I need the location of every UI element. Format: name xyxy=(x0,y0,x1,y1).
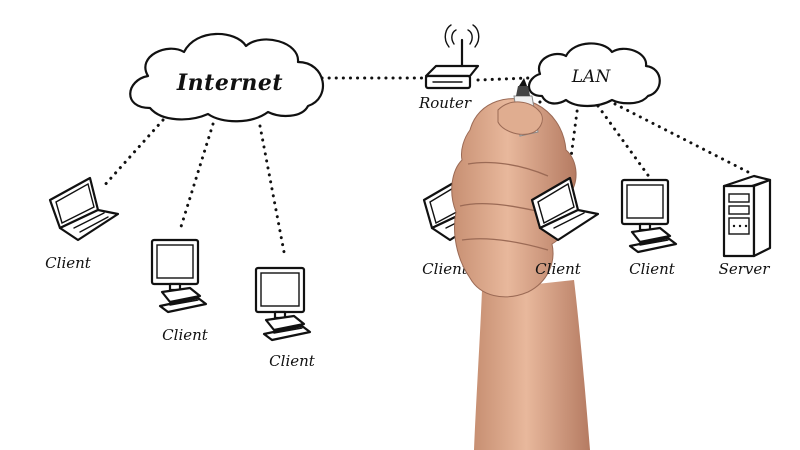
router-node: Router xyxy=(418,25,479,112)
connector-lan-server xyxy=(615,104,748,172)
connector-router-lan xyxy=(478,78,528,80)
connector-internet-client-3 xyxy=(260,126,284,252)
internet-client-2: Client xyxy=(152,240,209,344)
connector-lan-client-3 xyxy=(598,106,650,178)
server-label: Server xyxy=(719,260,771,278)
monitor-icon xyxy=(256,268,310,340)
server-node: Server xyxy=(719,176,771,278)
server-icon xyxy=(724,176,770,256)
router-icon xyxy=(426,25,479,88)
internet-client-1-label: Client xyxy=(45,254,92,272)
lan-client-2-label: Client xyxy=(535,260,582,278)
monitor-icon xyxy=(152,240,206,312)
connector-internet-client-2 xyxy=(180,124,213,230)
internet-client-2-label: Client xyxy=(162,326,209,344)
lan-client-2: Client xyxy=(532,178,598,278)
lan-client-3-label: Client xyxy=(629,260,676,278)
connector-internet-client-1 xyxy=(103,120,163,187)
laptop-icon xyxy=(50,178,118,240)
lan-label: LAN xyxy=(571,67,612,87)
lan-client-3: Client xyxy=(622,180,676,278)
internet-cloud: Internet xyxy=(130,34,323,121)
lan-cloud: LAN xyxy=(529,43,660,106)
monitor-icon xyxy=(622,180,676,252)
internet-client-1: Client xyxy=(45,178,118,272)
internet-client-3: Client xyxy=(256,268,316,370)
internet-client-3-label: Client xyxy=(269,352,316,370)
router-label: Router xyxy=(418,94,472,112)
internet-label: Internet xyxy=(176,70,283,96)
